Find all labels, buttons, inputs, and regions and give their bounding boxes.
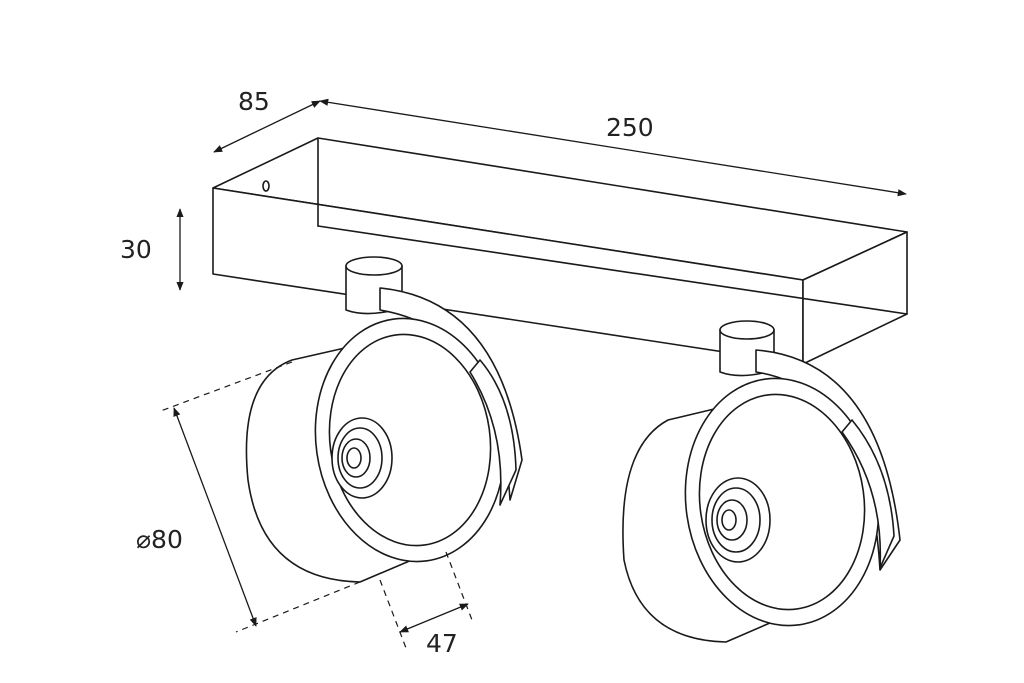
length-label: 250 (606, 113, 654, 142)
head-depth-ext-left (379, 579, 407, 649)
diameter-label: ⌀80 (136, 525, 183, 554)
screw-hole-icon (262, 180, 270, 192)
spotlight-head-left (245, 256, 523, 583)
lens-inner-right (716, 499, 748, 541)
diameter-ext-top (157, 361, 293, 413)
stem-right-top (719, 320, 775, 340)
diameter-dim-line (173, 407, 257, 627)
spotlight-head-right (622, 320, 901, 643)
lens-outer-left (331, 417, 393, 499)
mounting-base (212, 137, 908, 365)
head-depth-dim-line (399, 603, 469, 633)
depth-dim-line (213, 100, 321, 153)
length-dim-line (319, 98, 907, 197)
diameter-ext-bottom (235, 581, 361, 633)
bracket-right-front (841, 419, 895, 569)
dimension-head-depth: 47 (379, 551, 473, 658)
lens-inner-left (341, 438, 371, 478)
depth-label: 85 (238, 87, 270, 116)
dimension-diameter: ⌀80 (136, 361, 361, 633)
lens-core-left (346, 447, 362, 469)
lens-mid-left (337, 427, 383, 489)
lens-mid-right (711, 487, 761, 553)
dimension-depth: 85 (213, 87, 321, 153)
stem-left-top (345, 256, 403, 276)
dimension-height: 30 (120, 208, 184, 291)
dimension-length: 250 (319, 98, 907, 197)
bracket-left-front (469, 359, 517, 506)
base-bottom-edge (317, 225, 908, 315)
lens-core-right (721, 509, 737, 531)
head-depth-ext-right (445, 551, 473, 621)
height-label: 30 (120, 235, 152, 264)
head-depth-label: 47 (426, 629, 458, 658)
